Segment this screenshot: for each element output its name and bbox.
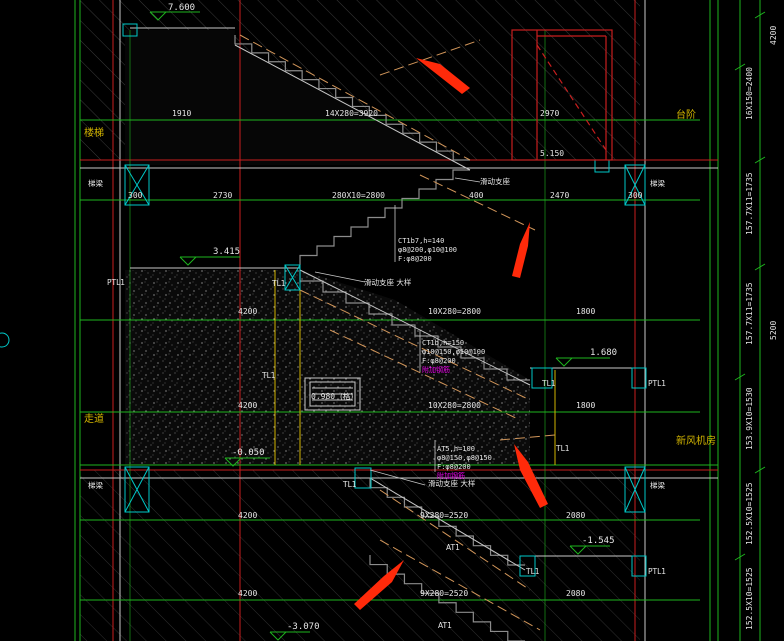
dim-10x280a: 10X280=2800 (428, 307, 481, 316)
elevation-1680: 1.680 (590, 348, 617, 358)
dim-300a: 300 (128, 191, 143, 200)
arrow-1 (416, 58, 470, 94)
dim-2730: 2730 (213, 191, 232, 200)
elevation-3415: 3.415 (213, 247, 240, 257)
label-tl1-e: TL1 (342, 480, 357, 489)
dim-4200b: 4200 (238, 401, 257, 410)
note2-line3: F:φ8@200 (422, 357, 456, 365)
label-tl1-d: TL1 (555, 444, 570, 453)
dim-5150: 5.150 (540, 149, 564, 158)
dim-9x280a: 9X280=2520 (420, 511, 468, 520)
arrow-2 (512, 222, 530, 278)
label-tl1-a: TL1 (271, 279, 286, 288)
dim-300b: 300 (628, 191, 643, 200)
dim-4200d: 4200 (238, 589, 257, 598)
room-label-stair: 楼梯 (84, 126, 104, 139)
label-tl1-c: TL1 (541, 379, 556, 388)
dim-2080a: 2080 (566, 511, 585, 520)
vdim-16x150: 16X150=2400 (745, 67, 754, 120)
label-at1-b: AT1 (438, 621, 452, 630)
dim-2080b: 2080 (566, 589, 585, 598)
label-tl1-b: TL1 (261, 371, 276, 380)
room-label-corridor: 走道 (84, 412, 104, 425)
dim-10x280b: 10X280=2800 (428, 401, 481, 410)
label-support-1: 滑动支座 大样 (364, 277, 412, 287)
note3-line3: F:φ8@200 (437, 463, 471, 471)
dim-1800b: 1800 (576, 401, 595, 410)
label-beam-c: 梯梁 (88, 480, 103, 490)
grid-lines (74, 0, 719, 641)
note3-line4: 附加钢筋 (437, 471, 465, 480)
vent-grille (304, 377, 361, 411)
note3-line1: AT5,h=100 (437, 445, 475, 453)
vdim-5200: 5200 (769, 321, 778, 340)
label-support-top: 滑动支座 (480, 176, 510, 186)
label-tl1-f: TL1 (525, 567, 540, 576)
dim-4200c: 4200 (238, 511, 257, 520)
note1-line3: F:φ8@200 (398, 255, 432, 263)
right-dimension-line (734, 0, 766, 641)
vdim-157x11: 157.7X11=1735 (745, 172, 754, 235)
note2-line1: CT1b,h=150 (422, 339, 464, 347)
note1-line1: CT1b7,h=140 (398, 237, 444, 245)
stair-slab-lines (130, 27, 640, 571)
elevation-minus-3070: -3.070 (287, 622, 320, 632)
vdim-152x10b: 152.5X10=1525 (745, 567, 754, 630)
dim-0980: 0.980 (311, 392, 335, 401)
note2-line2: φ10@150,φ10@100 (422, 348, 485, 356)
elevation-minus-0050: -0.050 (232, 448, 265, 458)
elevation-7600: 7.600 (168, 3, 195, 13)
rebar-lines (239, 34, 556, 631)
label-at1-a: AT1 (446, 543, 460, 552)
label-support-2: 滑动支座 大样 (428, 478, 476, 488)
dim-2970: 2970 (540, 109, 559, 118)
label-beam-b: 梯梁 (650, 178, 665, 188)
vdim-152x10: 152.5X10=1525 (745, 482, 754, 545)
label-vent-grid: (格) (340, 391, 353, 401)
dim-4200a: 4200 (238, 307, 257, 316)
dim-1910: 1910 (172, 109, 191, 118)
dim-400: 400 (469, 191, 484, 200)
door-frame (511, 29, 613, 161)
columns (122, 23, 647, 577)
dim-2470: 2470 (550, 191, 569, 200)
room-label-fresh-air: 新风机房 (676, 434, 716, 447)
vdim-157x11b: 157.7X11=1735 (745, 282, 754, 345)
dim-9x280b: 9X280=2520 (420, 589, 468, 598)
dim-1800a: 1800 (576, 307, 595, 316)
elevation-markers (149, 11, 610, 641)
annotation-arrows (354, 58, 548, 610)
leader-lines (314, 177, 481, 486)
label-ptl1-right: PTL1 (648, 379, 666, 388)
label-ptl1-left: PTL1 (107, 278, 125, 287)
concrete-landing-mid (125, 270, 530, 465)
note2-line4: 附加钢筋 (422, 365, 450, 374)
elevation-minus-1545: -1.545 (582, 536, 615, 546)
dim-14x280: 14X280=3920 (325, 109, 378, 118)
label-beam-d: 梯梁 (650, 480, 665, 490)
left-edge-marker (0, 332, 10, 348)
note1-line2: φ8@200,φ10@100 (398, 246, 457, 254)
concrete-landing-top (125, 30, 470, 165)
label-ptl1-bottom: PTL1 (648, 567, 666, 576)
room-label-step: 台阶 (676, 108, 696, 121)
vdim-4200: 4200 (769, 26, 778, 45)
dim-280x10: 280X10=2800 (332, 191, 385, 200)
note3-line2: φ8@150,φ8@150 (437, 454, 492, 462)
arrow-4 (354, 560, 404, 610)
arrow-3 (514, 444, 548, 508)
label-beam-a: 梯梁 (88, 178, 103, 188)
vdim-153x10: 153.9X10=1530 (745, 387, 754, 450)
